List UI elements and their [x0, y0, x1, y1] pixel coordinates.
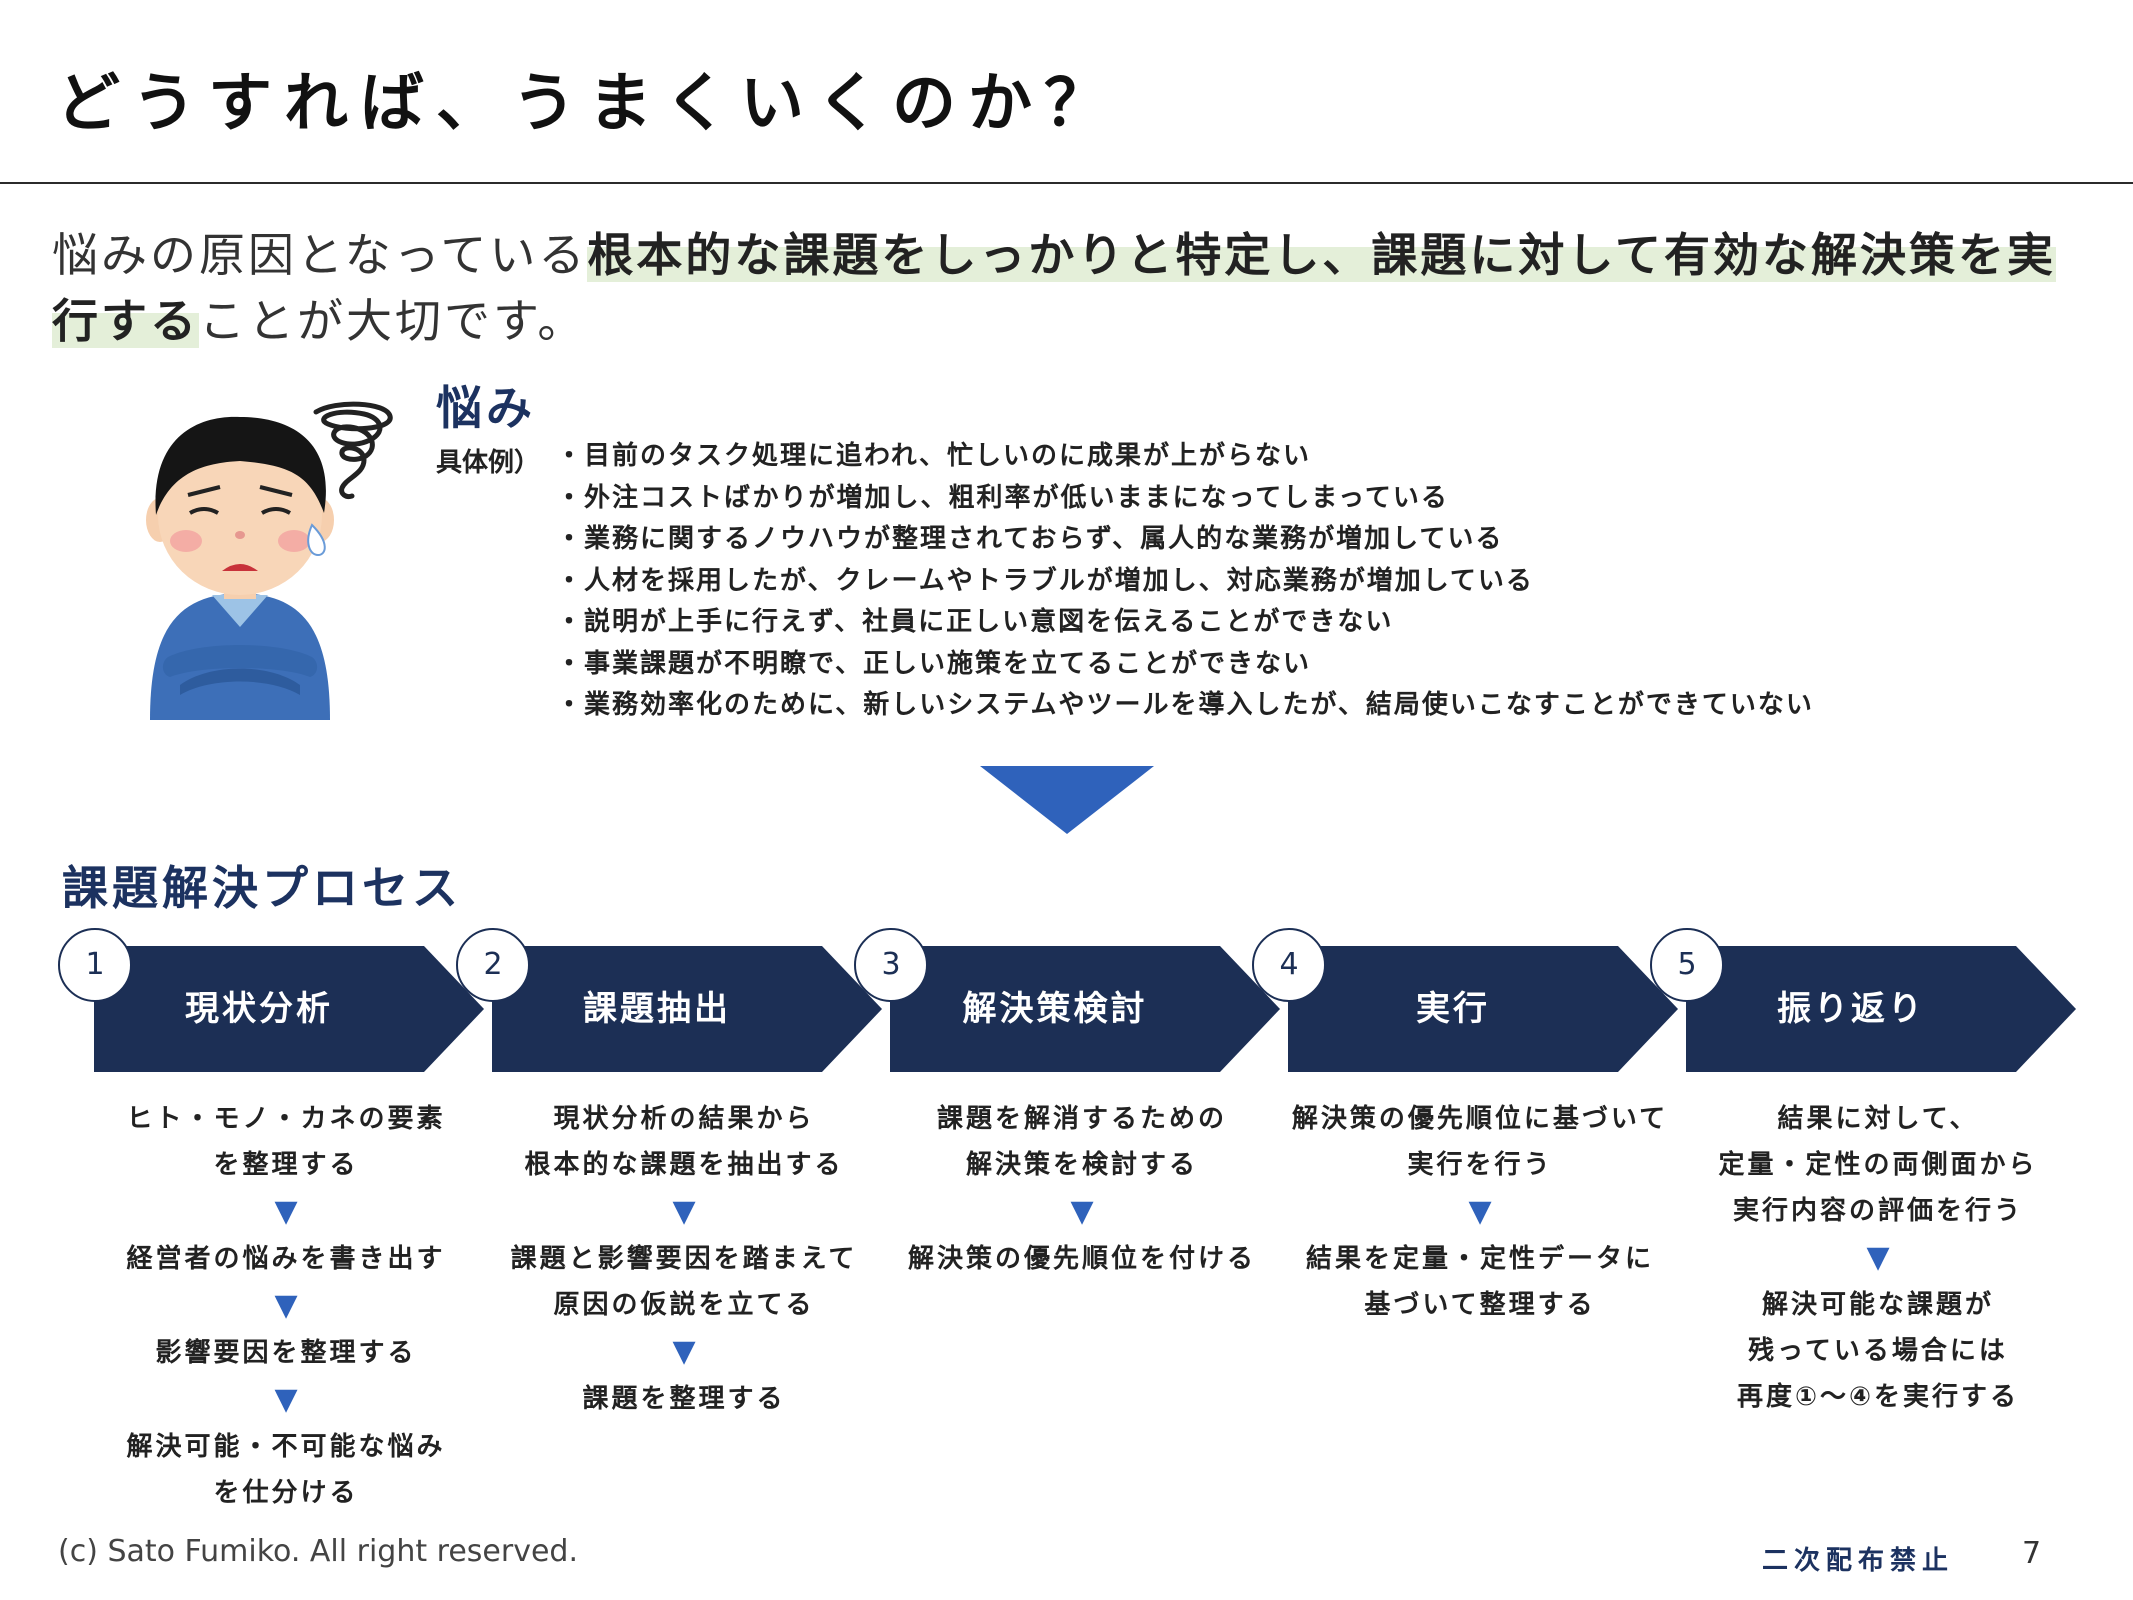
intro-text: 悩みの原因となっている根本的な課題をしっかりと特定し、課題に対して有効な解決策を… — [52, 222, 2092, 354]
down-arrow-icon: ▼ — [1070, 1194, 1094, 1229]
concerns-heading: 悩み — [436, 381, 536, 435]
step-5-text: 残っている場合には — [1748, 1336, 2008, 1366]
step-1-label: 現状分析 — [185, 989, 333, 1029]
down-arrow-icon: ▼ — [274, 1194, 298, 1229]
step-5-text: 解決可能な課題が — [1761, 1290, 1994, 1320]
step-5-text: 実行内容の評価を行う — [1732, 1196, 2023, 1226]
title-divider — [0, 182, 2133, 184]
step-3-label: 解決策検討 — [962, 989, 1148, 1029]
process-heading: 課題解決プロセス — [62, 861, 462, 915]
step-2-description: 現状分析の結果から 根本的な課題を抽出する ▼ 課題と影響要因を踏まえて 原因の… — [484, 1096, 884, 1422]
step-4-description: 解決策の優先順位に基づいて 実行を行う ▼ 結果を定量・定性データに 基づいて整… — [1280, 1096, 1680, 1328]
step-2-label: 課題抽出 — [583, 989, 731, 1029]
down-arrow-icon: ▼ — [1866, 1240, 1890, 1275]
page-title: どうすれば、うまくいくのか？ — [56, 67, 1120, 141]
step-4-label: 実行 — [1416, 989, 1490, 1029]
step-4-chevron — [1288, 946, 1678, 1072]
step-2-text: 課題を整理する — [582, 1384, 786, 1414]
redistribution-notice: 二次配布禁止 — [1762, 1546, 1955, 1576]
step-2-text: 原因の仮説を立てる — [553, 1290, 815, 1320]
step-2-number: 2 — [456, 928, 530, 1002]
step-5-number: 5 — [1650, 928, 1724, 1002]
step-1-description: ヒト・モノ・カネの要素 を整理する ▼ 経営者の悩みを書き出す ▼ 影響要因を整… — [86, 1096, 486, 1516]
step-5-label: 振り返り — [1777, 989, 1925, 1029]
concern-item: ・説明が上手に行えず、社員に正しい意図を伝えることができない — [556, 607, 1394, 637]
step-1-text: ヒト・モノ・カネの要素 — [126, 1104, 446, 1134]
down-triangle-icon — [980, 766, 1154, 834]
concern-item: ・業務に関するノウハウが整理されておらず、属人的な業務が増加している — [556, 524, 1504, 554]
down-arrow-icon: ▼ — [1468, 1194, 1492, 1229]
example-label: 具体例） — [436, 448, 541, 478]
step-5-text: 再度①〜④を実行する — [1736, 1382, 2020, 1412]
step-4-text: 実行を行う — [1407, 1150, 1553, 1180]
step-5-text: 定量・定性の両側面から — [1718, 1150, 2038, 1180]
step-5-chevron — [1686, 946, 2076, 1072]
down-arrow-icon: ▼ — [274, 1288, 298, 1323]
intro-part2: ことが大切です。 — [199, 294, 587, 348]
step-2-chevron — [492, 946, 882, 1072]
step-3-text: 解決策を検討する — [965, 1150, 1198, 1180]
page-number: 7 — [2022, 1536, 2042, 1571]
step-1-text: 影響要因を整理する — [155, 1338, 417, 1368]
intro-part1: 悩みの原因となっている — [52, 228, 588, 282]
step-5-text: 結果に対して、 — [1777, 1104, 1979, 1134]
step-4-text: 基づいて整理する — [1364, 1290, 1596, 1320]
step-4-text: 結果を定量・定性データに — [1305, 1244, 1654, 1274]
step-2-text: 課題と影響要因を踏まえて — [510, 1244, 858, 1274]
step-1-text: 解決可能・不可能な悩み — [126, 1432, 446, 1462]
step-3-description: 課題を解消するための 解決策を検討する ▼ 解決策の優先順位を付ける — [882, 1096, 1282, 1282]
step-1-text: を仕分ける — [213, 1478, 359, 1508]
step-3-chevron — [890, 946, 1280, 1072]
concern-item: ・事業課題が不明瞭で、正しい施策を立てることができない — [556, 648, 1311, 679]
down-arrow-icon: ▼ — [672, 1334, 696, 1369]
step-4-text: 解決策の優先順位に基づいて — [1291, 1104, 1669, 1134]
concern-item: ・外注コストばかりが増加し、粗利率が低いままになってしまっている — [556, 482, 1449, 513]
concern-list: ・目前のタスク処理に追われ、忙しいのに成果が上がらない ・外注コストばかりが増加… — [556, 436, 1814, 727]
step-5-description: 結果に対して、 定量・定性の両側面から 実行内容の評価を行う ▼ 解決可能な課題… — [1678, 1096, 2078, 1420]
copyright-notice: (c) Sato Fumiko. All right reserved. — [58, 1534, 579, 1569]
step-2-text: 現状分析の結果から — [553, 1104, 815, 1134]
step-3-number: 3 — [854, 928, 928, 1002]
step-1-chevron — [94, 946, 484, 1072]
down-arrow-icon: ▼ — [274, 1382, 298, 1417]
step-1-text: を整理する — [213, 1150, 359, 1180]
concern-item: ・業務効率化のために、新しいシステムやツールを導入したが、結局使いこなすことがで… — [556, 690, 1814, 720]
concern-item: ・人材を採用したが、クレームやトラブルが増加し、対応業務が増加している — [556, 565, 1534, 596]
step-3-text: 解決策の優先順位を付ける — [907, 1244, 1256, 1274]
step-1-text: 経営者の悩みを書き出す — [126, 1244, 446, 1274]
worried-person-illustration — [146, 416, 334, 720]
down-arrow-icon: ▼ — [672, 1194, 696, 1229]
worry-scribble-icon — [313, 401, 393, 499]
step-3-text: 課題を解消するための — [936, 1104, 1227, 1134]
step-2-text: 根本的な課題を抽出する — [524, 1150, 844, 1180]
concern-item: ・目前のタスク処理に追われ、忙しいのに成果が上がらない — [556, 441, 1311, 471]
step-4-number: 4 — [1252, 928, 1326, 1002]
step-1-number: 1 — [58, 928, 132, 1002]
